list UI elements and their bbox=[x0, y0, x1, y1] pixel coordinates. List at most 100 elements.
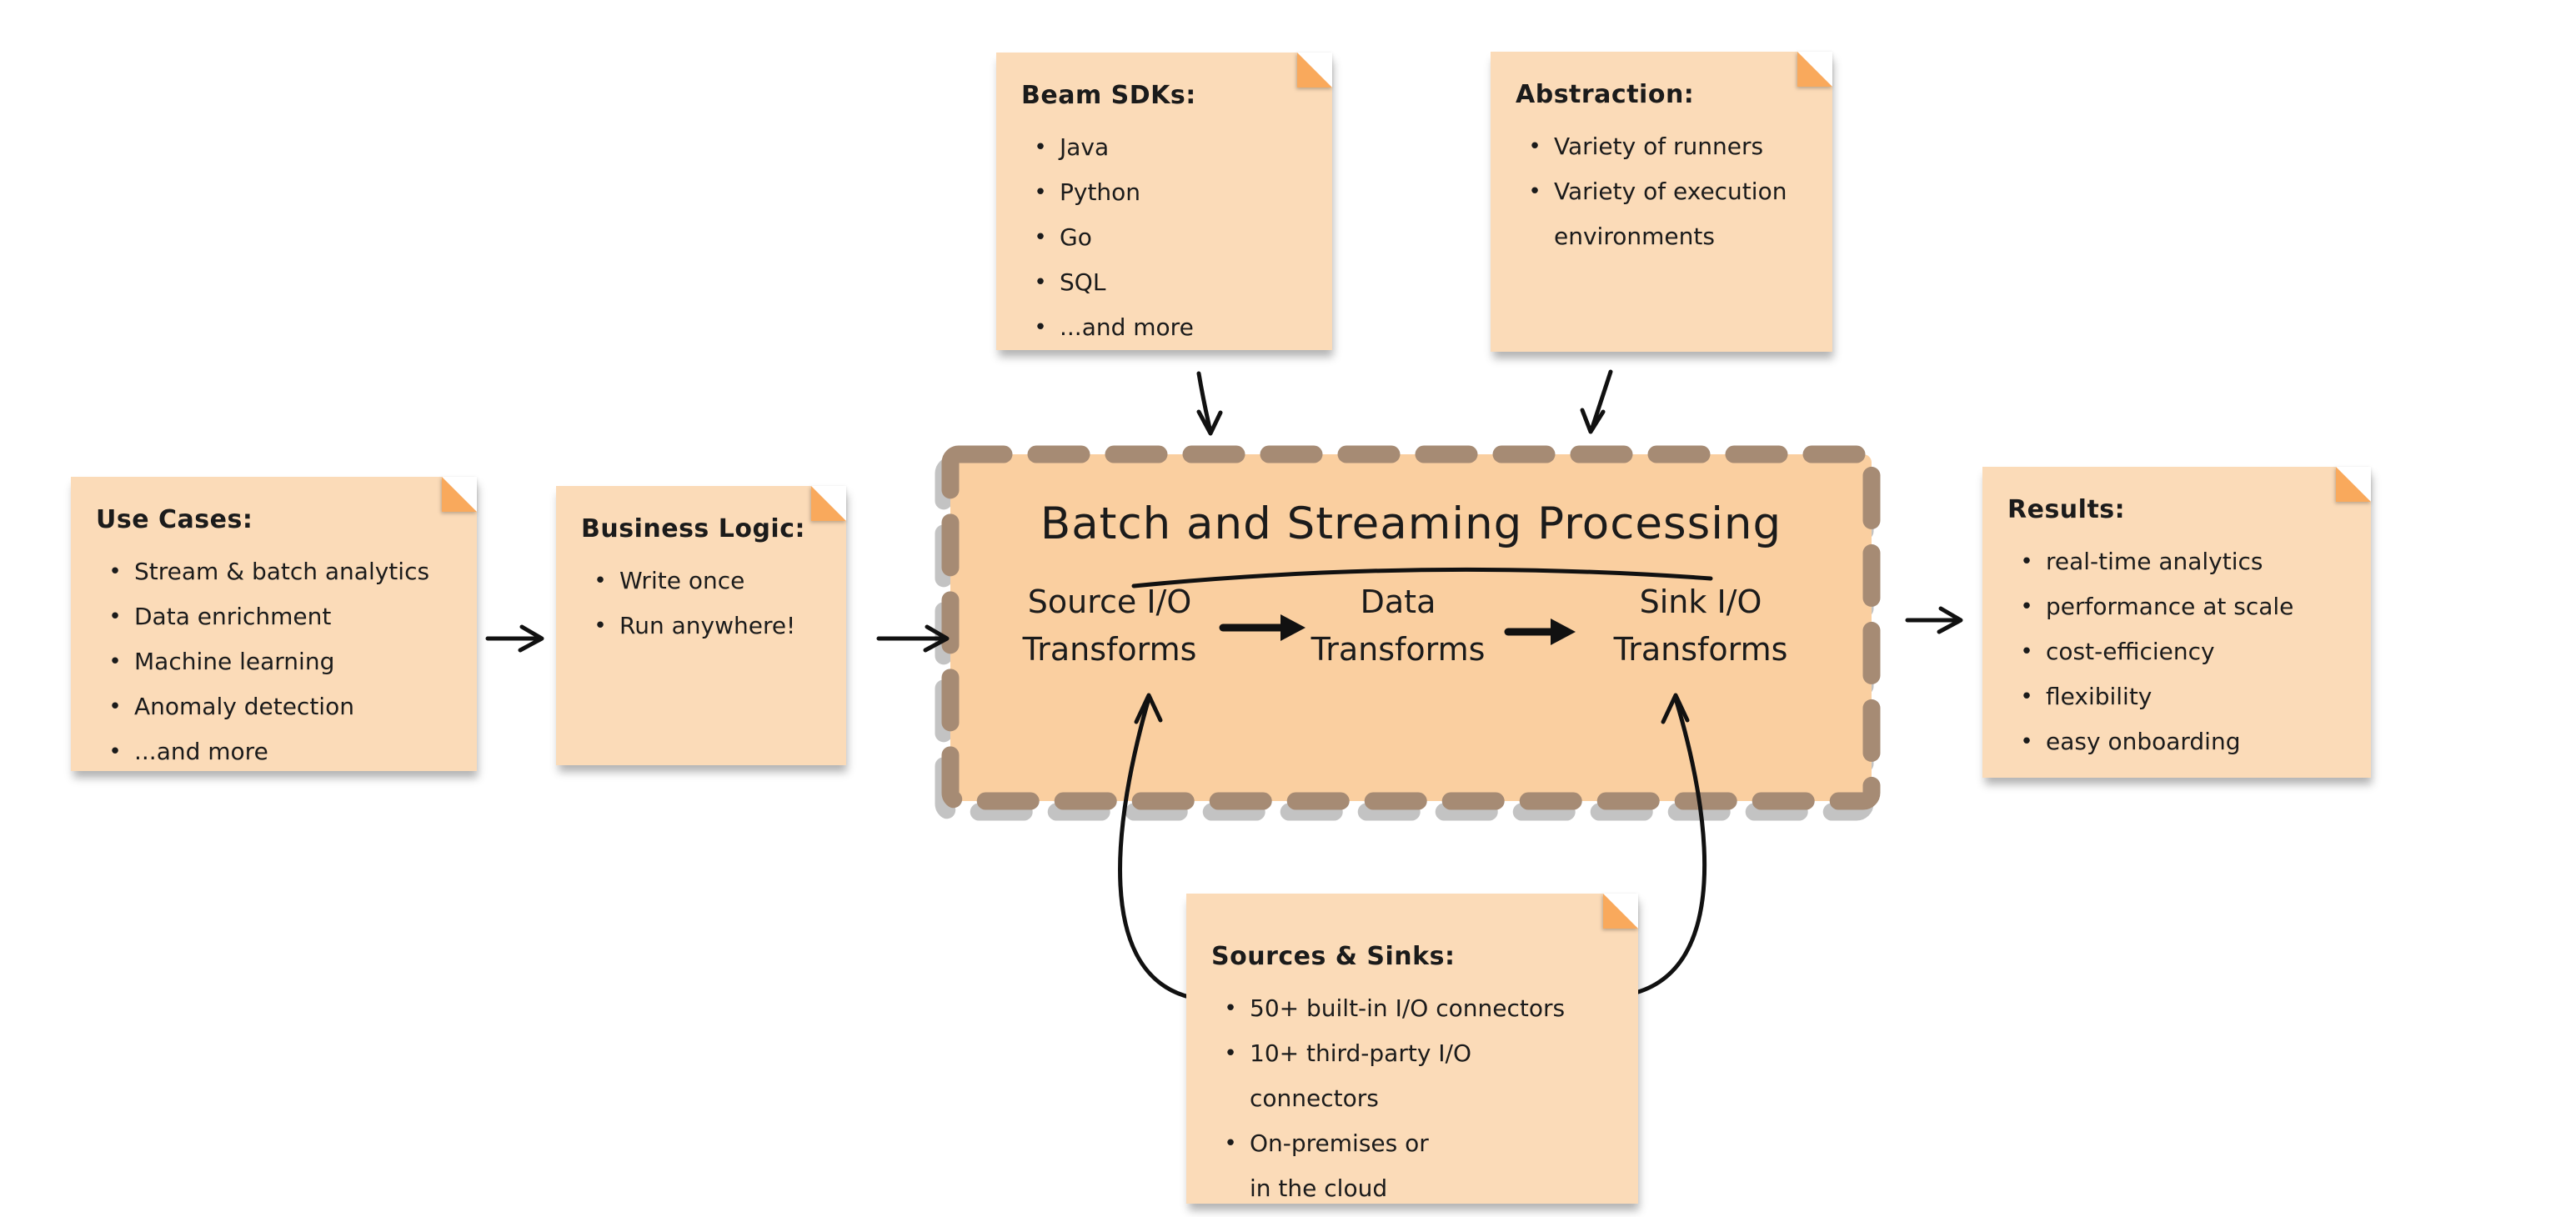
bullet-dot-icon: • bbox=[1034, 315, 1047, 340]
note-bullet-item: • SQL bbox=[1021, 260, 1309, 305]
note-bullet-item: • Anomaly detection bbox=[96, 684, 454, 729]
note-title: Business Logic: bbox=[581, 514, 805, 543]
bullet-text: Python bbox=[1060, 178, 1141, 206]
note-title: Use Cases: bbox=[96, 505, 253, 534]
note-bullet-list: • Stream & batch analytics • Data enrichmen… bbox=[96, 549, 454, 774]
bullet-dot-icon: • bbox=[108, 694, 122, 719]
process-box-title: Batch and Streaming Processing bbox=[1040, 498, 1782, 549]
bullet-text: Variety of execution environments bbox=[1554, 178, 1787, 250]
arrow-sources-to-source-io bbox=[1118, 693, 1195, 1000]
arrow-box-to-results bbox=[1905, 606, 1963, 634]
bullet-dot-icon: • bbox=[108, 739, 122, 764]
note-title: Sources & Sinks: bbox=[1211, 942, 1456, 971]
note-bullet-item: • Go bbox=[1021, 215, 1309, 260]
bullet-text: SQL bbox=[1060, 268, 1106, 296]
bullet-dot-icon: • bbox=[1224, 1041, 1237, 1066]
note-bullet-item: • cost-efficiency bbox=[2007, 629, 2348, 674]
note-bullet-item: • Run anywhere! bbox=[581, 603, 823, 649]
note-bullet-item: • Stream & batch analytics bbox=[96, 549, 454, 594]
process-box-outline bbox=[941, 445, 1881, 810]
note-bullet-list: • Java • Python • Go • SQL • ...and more bbox=[1021, 125, 1309, 350]
stage-data-transforms: Data Transforms bbox=[1265, 578, 1531, 674]
arrow-businesslogic-to-box bbox=[876, 624, 950, 653]
note-bullet-list: • real-time analytics • performance at scal… bbox=[2007, 539, 2348, 764]
stage-line2: Transforms bbox=[1311, 631, 1486, 668]
bullet-dot-icon: • bbox=[2020, 729, 2033, 754]
note-bullet-item: •50+ built-in I/O connectors bbox=[1211, 986, 1615, 1031]
bullet-dot-icon: • bbox=[594, 614, 607, 639]
bullet-dot-icon: • bbox=[594, 568, 607, 593]
bullet-text: Machine learning bbox=[134, 648, 335, 675]
bullet-text: real-time analytics bbox=[2046, 548, 2263, 575]
note-results: Results: • real-time analytics • performanc… bbox=[1982, 467, 2371, 778]
arrow-sinks-to-sink-io bbox=[1630, 693, 1707, 996]
bullet-text: ...and more bbox=[134, 738, 268, 765]
bullet-dot-icon: • bbox=[1034, 135, 1047, 160]
note-bullet-item: • performance at scale bbox=[2007, 584, 2348, 629]
bullet-dot-icon: • bbox=[1528, 134, 1541, 159]
stage-line1: Source I/O bbox=[1027, 583, 1192, 620]
bullet-dot-icon: • bbox=[1224, 1131, 1237, 1156]
arrow-usecases-to-businesslogic bbox=[485, 624, 544, 653]
bullet-dot-icon: • bbox=[1034, 180, 1047, 205]
bullet-dot-icon: • bbox=[108, 559, 122, 584]
note-bullet-item: • flexibility bbox=[2007, 674, 2348, 719]
bullet-text: Go bbox=[1060, 223, 1092, 251]
note-bullet-item: • Data enrichment bbox=[96, 594, 454, 639]
note-bullet-list: •50+ built-in I/O connectors•10+ third-p… bbox=[1211, 986, 1615, 1211]
note-title: Results: bbox=[2007, 495, 2126, 524]
note-bullet-item: • ...and more bbox=[96, 729, 454, 774]
bullet-text: ...and more bbox=[1060, 313, 1194, 341]
arrow-source-to-data bbox=[1219, 614, 1306, 641]
bullet-text: On-premises or in the cloud bbox=[1250, 1129, 1429, 1202]
note-abstraction: Abstraction: •Variety of runners•Variety… bbox=[1491, 52, 1832, 352]
note-bullet-item: • real-time analytics bbox=[2007, 539, 2348, 584]
bullet-text: Java bbox=[1060, 133, 1110, 161]
note-beam-sdks: Beam SDKs: •Java•Python•Go•SQL•...and mo… bbox=[996, 53, 1332, 350]
bullet-text: Run anywhere! bbox=[619, 612, 796, 639]
bullet-text: 10+ third-party I/O connectors bbox=[1250, 1039, 1472, 1112]
bullet-dot-icon: • bbox=[1034, 270, 1047, 295]
arrow-data-to-sink bbox=[1504, 619, 1576, 645]
note-bullet-list: • Write once • Run anywhere! bbox=[581, 558, 823, 649]
bullet-text: Data enrichment bbox=[134, 603, 332, 630]
stage-sink-io-transforms: Sink I/O Transforms bbox=[1567, 578, 1834, 674]
bullet-dot-icon: • bbox=[1034, 225, 1047, 250]
note-bullet-item: • On-premises or in the cloud bbox=[1211, 1121, 1615, 1211]
bullet-dot-icon: • bbox=[2020, 684, 2033, 709]
bullet-text: Stream & batch analytics bbox=[134, 558, 430, 585]
note-bullet-item: • ...and more bbox=[1021, 305, 1309, 350]
note-bullet-list: •Variety of runners•Variety of execution… bbox=[1516, 124, 1809, 259]
note-use-cases: Use Cases: • Stream & batch analytics • Dat… bbox=[71, 477, 477, 771]
bullet-text: flexibility bbox=[2046, 683, 2153, 710]
stage-line2: Transforms bbox=[1613, 631, 1788, 668]
stage-line1: Data bbox=[1360, 583, 1436, 620]
stage-line2: Transforms bbox=[1022, 631, 1197, 668]
note-bullet-item: • Machine learning bbox=[96, 639, 454, 684]
note-title: Abstraction: bbox=[1516, 80, 1695, 109]
note-bullet-item: • Variety of execution environments bbox=[1516, 169, 1809, 259]
bullet-dot-icon: • bbox=[108, 649, 122, 674]
bullet-dot-icon: • bbox=[2020, 639, 2033, 664]
note-sources-sinks: Sources & Sinks: •50+ built-in I/O conne… bbox=[1186, 894, 1638, 1204]
bullet-dot-icon: • bbox=[2020, 549, 2033, 574]
note-bullet-item: •Variety of runners bbox=[1516, 124, 1809, 169]
bullet-dot-icon: • bbox=[1528, 179, 1541, 204]
note-bullet-item: • Write once bbox=[581, 558, 823, 603]
note-business-logic: Business Logic: • Write once • Run anywhere… bbox=[556, 486, 846, 765]
title-underline bbox=[1131, 567, 1713, 588]
bullet-text: 50+ built-in I/O connectors bbox=[1250, 994, 1566, 1022]
bullet-dot-icon: • bbox=[108, 604, 122, 629]
bullet-text: Write once bbox=[619, 567, 745, 594]
bullet-text: performance at scale bbox=[2046, 593, 2294, 620]
stage-source-io-transforms: Source I/O Transforms bbox=[976, 578, 1243, 674]
bullet-dot-icon: • bbox=[2020, 594, 2033, 619]
bullet-text: Anomaly detection bbox=[134, 693, 354, 720]
bullet-text: cost-efficiency bbox=[2046, 638, 2215, 665]
note-bullet-item: • easy onboarding bbox=[2007, 719, 2348, 764]
note-bullet-item: • Python bbox=[1021, 170, 1309, 215]
bullet-text: easy onboarding bbox=[2046, 728, 2241, 755]
